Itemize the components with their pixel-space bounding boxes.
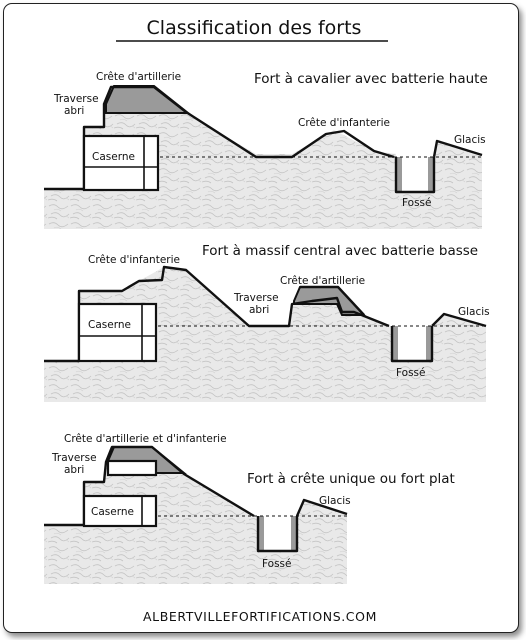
page-title: Classification des forts [147, 17, 362, 39]
label-fosse-2: Fossé [396, 367, 426, 379]
label-fosse-1: Fossé [402, 197, 432, 209]
earthwork-2 [44, 267, 486, 402]
section-crete-unique: Crête d'artillerie et d'infanterie Trave… [44, 433, 455, 584]
traverse-block-3 [106, 459, 158, 477]
label-glacis-2: Glacis [458, 306, 490, 318]
label-crete-infanterie-2: Crête d'infanterie [88, 254, 180, 266]
label-crete-artillerie-2: Crête d'artillerie [280, 275, 365, 287]
section-massif-central: Crête d'infanterie Crête d'artillerie Tr… [44, 243, 490, 402]
label-abri-3: abri [64, 464, 84, 476]
label-traverse-1: Traverse [53, 93, 99, 105]
artillery-top-2 [300, 285, 365, 316]
ditch-left-wall-3 [258, 516, 264, 551]
artillery-crest-1 [105, 85, 191, 114]
ditch-right-wall-2 [426, 326, 432, 361]
caserne-1 [82, 134, 160, 192]
label-traverse-3: Traverse [51, 452, 97, 464]
glacis-line-3 [295, 498, 348, 517]
diagram-card: Classification des forts Crête d'artille… [3, 3, 519, 633]
profile-line-1 [44, 85, 395, 191]
label-abri-1: abri [64, 105, 84, 117]
label-fosse-3: Fossé [262, 558, 292, 570]
ditch-left-wall-1 [396, 157, 402, 192]
caption-cavalier: Fort à cavalier avec batterie haute [254, 71, 488, 87]
caption-crete-unique: Fort à crête unique ou fort plat [247, 471, 455, 487]
ditch-left-wall-2 [392, 326, 398, 361]
label-crete-artillerie-1: Crête d'artillerie [96, 71, 181, 83]
label-abri-2: abri [249, 304, 269, 316]
ditch-right-wall-3 [291, 516, 297, 551]
label-crete-infanterie-1: Crête d'infanterie [298, 117, 390, 129]
label-caserne-1: Caserne [92, 151, 135, 163]
earthwork-1 [44, 101, 482, 229]
fort-classification-diagram: Classification des forts Crête d'artille… [44, 17, 490, 624]
profile-line-2 [44, 265, 390, 363]
ditch-right-wall-1 [428, 157, 434, 192]
ditch-1 [394, 157, 436, 194]
glacis-line-2 [431, 312, 487, 328]
label-glacis-3: Glacis [319, 495, 351, 507]
label-traverse-2: Traverse [233, 292, 279, 304]
caserne-3 [82, 494, 158, 528]
caserne-2 [77, 302, 158, 363]
footer-website: ALBERTVILLEFORTIFICATIONS.COM [143, 609, 377, 624]
label-glacis-1: Glacis [454, 134, 486, 146]
glacis-line-1 [432, 139, 483, 158]
label-caserne-2: Caserne [88, 319, 131, 331]
section-cavalier: Crête d'artillerie Traverse abri Caserne… [44, 71, 488, 229]
ditch-3 [256, 516, 299, 553]
ditch-2 [390, 326, 434, 363]
caption-massif-central: Fort à massif central avec batterie bass… [202, 243, 478, 259]
label-caserne-3: Caserne [91, 506, 134, 518]
label-crete-mixte-3: Crête d'artillerie et d'infanterie [64, 433, 227, 445]
